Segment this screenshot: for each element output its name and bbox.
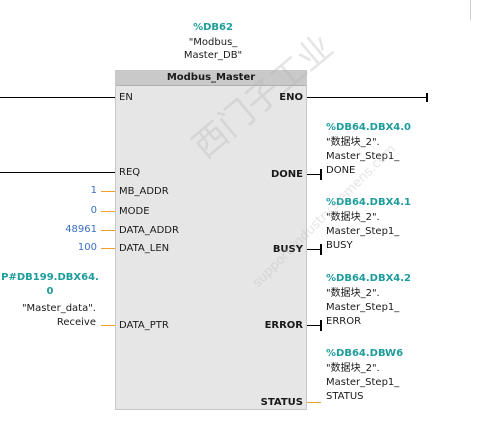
busy-tag-address[interactable]: %DB64.DBX4.1 (326, 197, 412, 208)
en-wire (0, 97, 115, 98)
status-tag-db: "数据块_2". (326, 363, 380, 374)
pin-data-ptr[interactable]: DATA_PTR (119, 320, 169, 331)
pin-data-addr[interactable]: DATA_ADDR (119, 225, 179, 236)
pin-eno[interactable]: ENO (279, 92, 303, 103)
busy-wire (307, 249, 321, 250)
pin-error[interactable]: ERROR (264, 320, 303, 331)
instance-db-address[interactable]: %DB62 (193, 22, 233, 33)
done-wire-end (320, 169, 322, 180)
status-tag-member: Master_Step1_ (326, 377, 400, 388)
error-tag-db: "数据块_2". (326, 288, 380, 299)
mb-addr-connector (101, 191, 115, 192)
status-tag-name: STATUS (326, 391, 364, 402)
status-tag-address[interactable]: %DB64.DBW6 (326, 348, 404, 359)
pin-req[interactable]: REQ (119, 167, 141, 178)
error-tag-member: Master_Step1_ (326, 302, 400, 313)
data-ptr-symbol-line2: Receive (56, 317, 96, 328)
data-len-connector (101, 248, 115, 249)
busy-tag-member: Master_Step1_ (326, 226, 400, 237)
data-ptr-address-line1[interactable]: P#DB199.DBX64. (1, 272, 99, 283)
req-wire (0, 172, 115, 173)
error-tag-name: ERROR (326, 316, 362, 327)
pin-data-len[interactable]: DATA_LEN (119, 243, 170, 254)
data-ptr-symbol-line1: "Master_data". (21, 303, 96, 314)
data-addr-value[interactable]: 48961 (65, 224, 97, 235)
pin-busy[interactable]: BUSY (272, 244, 303, 255)
busy-wire-end (320, 244, 322, 255)
pin-done[interactable]: DONE (270, 169, 303, 180)
mode-value[interactable]: 0 (90, 205, 97, 216)
status-connector (307, 402, 321, 403)
pin-mode[interactable]: MODE (119, 206, 150, 217)
done-tag-db: "数据块_2". (326, 137, 380, 148)
done-tag-address[interactable]: %DB64.DBX4.0 (326, 122, 412, 133)
done-tag-name: DONE (326, 165, 356, 176)
mb-addr-value[interactable]: 1 (90, 185, 97, 196)
error-wire (307, 325, 321, 326)
error-tag-address[interactable]: %DB64.DBX4.2 (326, 273, 412, 284)
mode-connector (101, 211, 115, 212)
pin-en[interactable]: EN (119, 92, 133, 103)
block-title: Modbus_Master (116, 71, 306, 86)
window-divider (470, 0, 471, 20)
data-ptr-address-line2[interactable]: 0 (46, 286, 54, 297)
data-ptr-connector (101, 325, 115, 326)
instance-db-name-line2: Master_DB" (183, 50, 243, 61)
error-wire-end (320, 320, 322, 331)
done-wire (307, 174, 321, 175)
eno-wire-end (426, 93, 428, 102)
done-tag-member: Master_Step1_ (326, 151, 400, 162)
data-addr-connector (101, 230, 115, 231)
busy-tag-name: BUSY (326, 240, 353, 251)
modbus-master-block[interactable]: Modbus_Master (115, 70, 307, 410)
eno-wire (307, 97, 427, 98)
instance-db-name-line1: "Modbus_ (188, 37, 238, 48)
data-len-value[interactable]: 100 (77, 242, 97, 253)
busy-tag-db: "数据块_2". (326, 212, 380, 223)
pin-mb-addr[interactable]: MB_ADDR (119, 186, 169, 197)
pin-status[interactable]: STATUS (260, 397, 303, 408)
